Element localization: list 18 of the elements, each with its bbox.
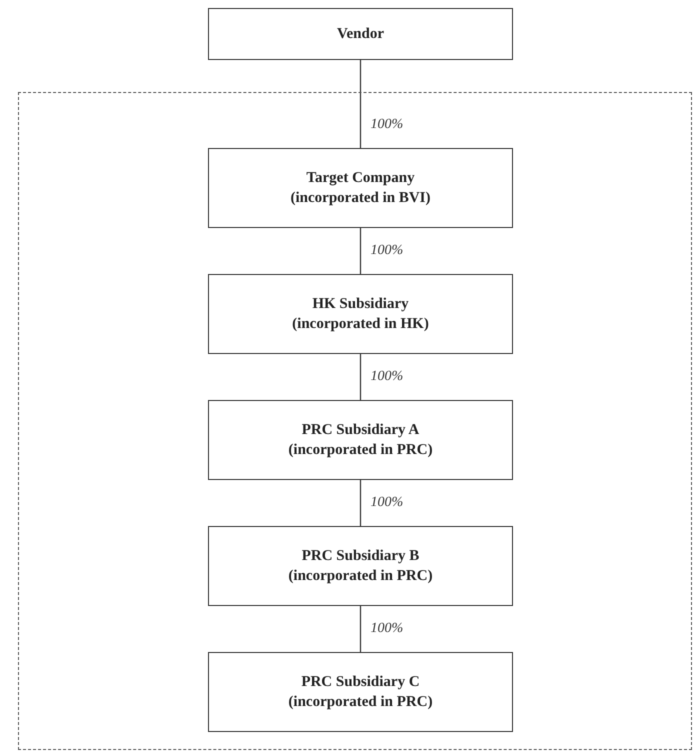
connector-line (360, 228, 362, 274)
entity-name: Vendor (336, 24, 385, 44)
connector-line (360, 354, 362, 400)
connector-line (360, 480, 362, 526)
entity-box (208, 400, 513, 480)
entity-box (208, 526, 513, 606)
entity-box (208, 148, 513, 228)
entity-name: PRC Subsidiary A (incorporated in PRC) (287, 420, 434, 460)
connector-line (360, 60, 362, 148)
entity-name: PRC Subsidiary B (incorporated in PRC) (287, 546, 434, 586)
connector-line (360, 606, 362, 652)
entity-name: PRC Subsidiary C (incorporated in PRC) (287, 672, 434, 712)
dashed-group-boundary (18, 92, 692, 750)
entity-box (208, 652, 513, 732)
entity-box (208, 8, 513, 60)
entity-box (208, 274, 513, 354)
entity-name: Target Company (incorporated in BVI) (290, 168, 432, 208)
entity-name: HK Subsidiary (incorporated in HK) (291, 294, 430, 334)
